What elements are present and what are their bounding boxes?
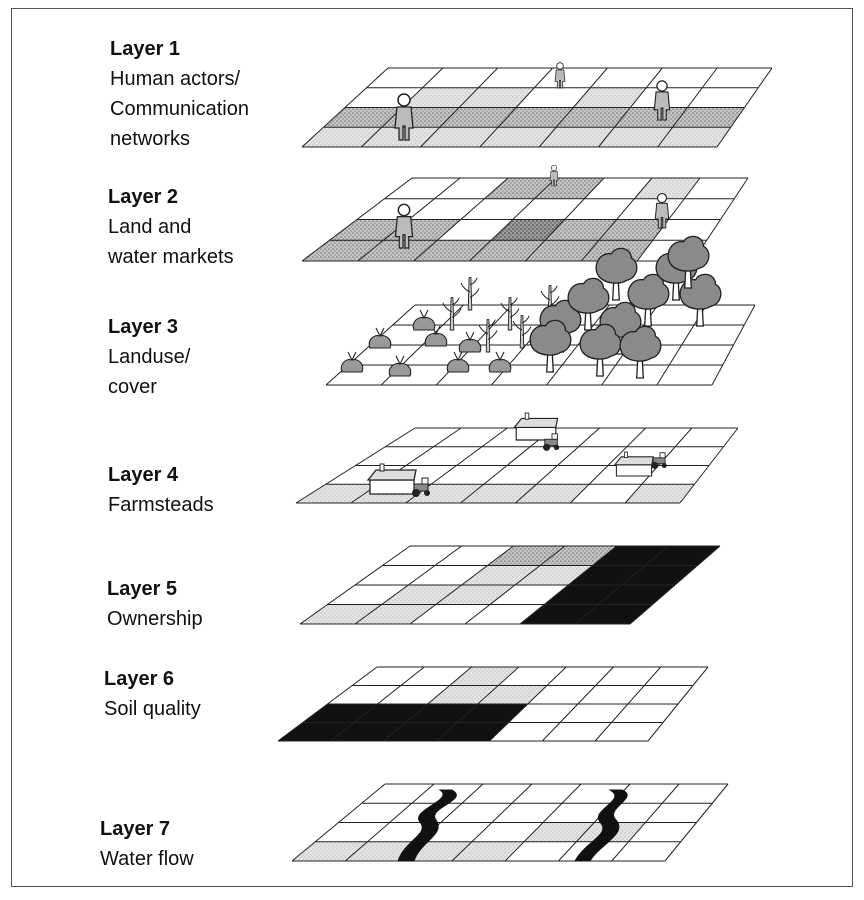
layer-1-shaded-cell — [573, 88, 646, 108]
layer-4-grid — [296, 413, 738, 503]
tree-icon — [580, 324, 621, 376]
layer-6-grid — [278, 667, 708, 741]
layer-1-shaded-cell — [302, 127, 731, 147]
person-icon — [555, 63, 565, 88]
tractor-icon — [652, 453, 667, 469]
crop-icon — [489, 352, 510, 372]
layer-1-grid — [302, 63, 772, 147]
crop-icon — [459, 332, 480, 352]
crop-icon — [413, 310, 434, 330]
house-icon — [514, 413, 557, 440]
layer-1-shaded-cell — [324, 108, 745, 128]
tree-icon — [530, 320, 571, 372]
layer-4-shaded-cell — [625, 484, 694, 503]
house-icon — [615, 452, 653, 476]
layer-2-shaded-cell — [634, 178, 700, 199]
layer-7-shaded-cell — [292, 842, 472, 861]
layer-4-shaded-cell — [296, 484, 589, 503]
tree-icon — [620, 326, 661, 378]
layer-2-shaded-cell — [484, 178, 604, 199]
layer-7-grid — [292, 784, 728, 861]
crop-icon — [447, 352, 468, 372]
crop-icon — [369, 328, 390, 348]
house-icon — [368, 464, 416, 494]
layer-2-shaded-cell — [302, 240, 545, 261]
layer-5-grid — [300, 546, 720, 624]
